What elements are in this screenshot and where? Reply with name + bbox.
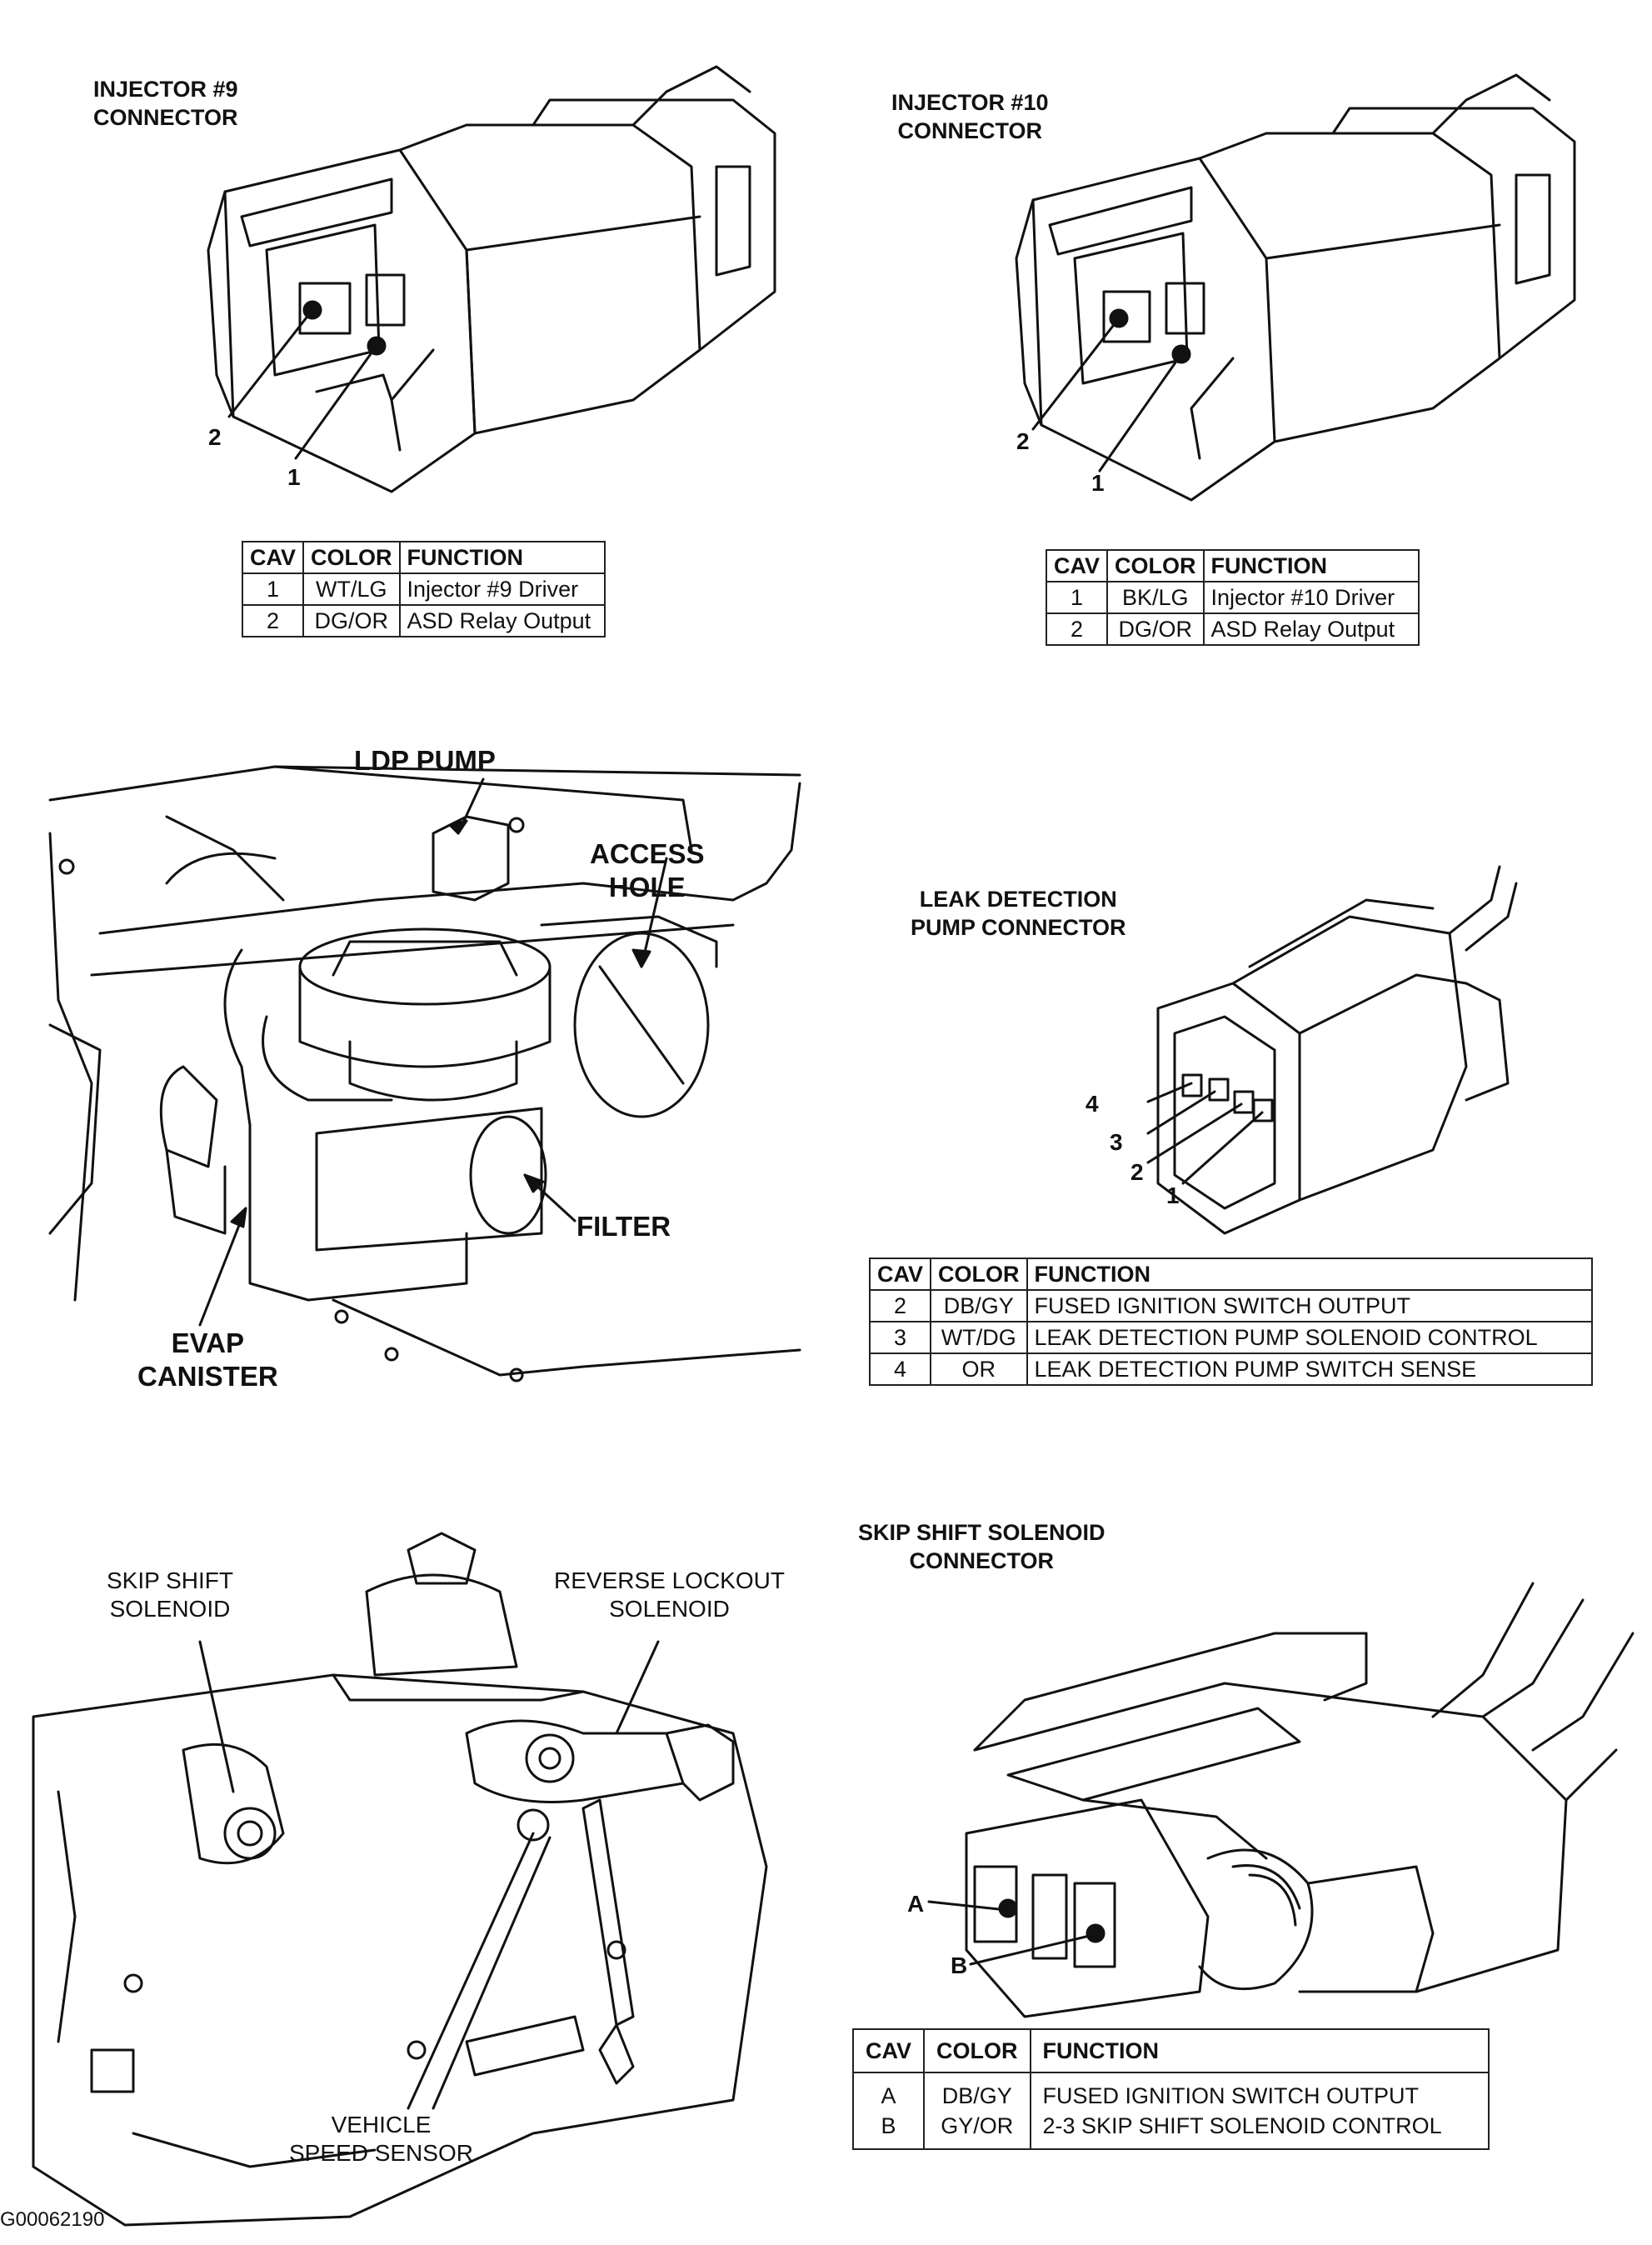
evap-canister-label: EVAP CANISTER [137,1328,278,1392]
skip-shift-connector-drawing [927,1582,1635,2018]
reverse-lockout-solenoid-label: REVERSE LOCKOUT SOLENOID [554,1568,785,1622]
leak-detection-pin-table: CAV COLOR FUNCTION 2 DB/GY FUSED IGNITIO… [868,1258,1593,1386]
table-row: 2 DG/OR ASD Relay Output [1045,612,1420,646]
cav-cell: B [851,2111,926,2150]
column-header-color: COLOR [1106,549,1205,582]
filter-label: FILTER [576,1211,671,1242]
table-row: 3 WT/DG LEAK DETECTION PUMP SOLENOID CON… [868,1321,1593,1354]
table-row: B GY/OR 2-3 SKIP SHIFT SOLENOID CONTROL [851,2111,1490,2150]
function-cell: LEAK DETECTION PUMP SOLENOID CONTROL [1026,1321,1593,1354]
function-cell: 2-3 SKIP SHIFT SOLENOID CONTROL [1029,2111,1490,2150]
skip-shift-pin-table: CAV COLOR FUNCTION A DB/GY FUSED IGNITIO… [851,2028,1490,2150]
injector-9-title: INJECTOR #9 CONNECTOR [93,77,238,130]
function-cell: ASD Relay Output [1202,612,1420,646]
table-header-row: CAV COLOR FUNCTION [868,1258,1593,1291]
color-cell: WT/DG [930,1321,1028,1354]
color-cell: BK/LG [1106,581,1205,614]
cav-cell: 2 [868,1289,932,1322]
color-cell: GY/OR [923,2111,1031,2150]
evap-canister-drawing [48,765,801,1382]
color-cell: DG/OR [1106,612,1205,646]
cav-cell: 1 [241,572,305,606]
injector-9-pin-table: CAV COLOR FUNCTION 1 WT/LG Injector #9 D… [241,541,606,638]
column-header-color: COLOR [302,541,401,574]
table-row: 1 WT/LG Injector #9 Driver [241,572,606,606]
color-cell: WT/LG [302,572,401,606]
table-row: A DB/GY FUSED IGNITION SWITCH OUTPUT [851,2072,1490,2111]
injector-10-title: INJECTOR #10 CONNECTOR [891,90,1049,143]
column-header-function: FUNCTION [1202,549,1420,582]
vehicle-speed-sensor-label: VEHICLE SPEED SENSOR [289,2112,473,2166]
function-cell: LEAK DETECTION PUMP SWITCH SENSE [1026,1352,1593,1386]
function-cell: Injector #10 Driver [1202,581,1420,614]
injector-10-pin-1-label: 1 [1091,470,1105,496]
color-cell: DB/GY [923,2072,1031,2111]
table-row: 2 DB/GY FUSED IGNITION SWITCH OUTPUT [868,1289,1593,1322]
column-header-cav: CAV [868,1258,932,1291]
table-header-row: CAV COLOR FUNCTION [1045,549,1420,582]
column-header-color: COLOR [930,1258,1028,1291]
leak-pin-1-label: 1 [1166,1182,1180,1208]
leak-detection-connector-drawing [1146,865,1518,1235]
column-header-function: FUNCTION [1029,2028,1490,2073]
cav-cell: 4 [868,1352,932,1386]
column-header-color: COLOR [923,2028,1031,2073]
function-cell: FUSED IGNITION SWITCH OUTPUT [1026,1289,1593,1322]
figure-id: G00062190 [0,2208,105,2231]
table-header-row: CAV COLOR FUNCTION [851,2028,1490,2073]
table-row: 4 OR LEAK DETECTION PUMP SWITCH SENSE [868,1352,1593,1386]
column-header-cav: CAV [241,541,305,574]
transmission-drawing [32,1532,768,2227]
skip-shift-connector-title: SKIP SHIFT SOLENOID CONNECTOR [858,1520,1105,1573]
column-header-function: FUNCTION [398,541,606,574]
skip-shift-pin-b-label: B [951,1952,968,1978]
leak-detection-title: LEAK DETECTION PUMP CONNECTOR [911,887,1126,940]
color-cell: DG/OR [302,604,401,638]
leak-pin-3-label: 3 [1110,1129,1123,1155]
cav-cell: 3 [868,1321,932,1354]
table-row: 1 BK/LG Injector #10 Driver [1045,581,1420,614]
leak-pin-2-label: 2 [1130,1159,1144,1185]
injector-10-connector-drawing [1015,73,1576,502]
injector-9-connector-drawing [207,65,776,493]
skip-shift-solenoid-label: SKIP SHIFT SOLENOID [107,1568,233,1622]
column-header-cav: CAV [851,2028,926,2073]
ldp-pump-label: LDP PUMP [354,745,496,776]
cav-cell: 2 [1045,612,1109,646]
cav-cell: 2 [241,604,305,638]
column-header-cav: CAV [1045,549,1109,582]
injector-9-pin-2-label: 2 [208,424,222,450]
function-cell: ASD Relay Output [398,604,606,638]
skip-shift-pin-a-label: A [907,1891,925,1917]
table-header-row: CAV COLOR FUNCTION [241,541,606,574]
injector-10-pin-table: CAV COLOR FUNCTION 1 BK/LG Injector #10 … [1045,549,1420,646]
function-cell: Injector #9 Driver [398,572,606,606]
color-cell: OR [930,1352,1028,1386]
injector-9-pin-1-label: 1 [287,464,301,490]
cav-cell: A [851,2072,926,2111]
access-hole-label: ACCESS HOLE [590,838,705,902]
cav-cell: 1 [1045,581,1109,614]
table-row: 2 DG/OR ASD Relay Output [241,604,606,638]
column-header-function: FUNCTION [1026,1258,1593,1291]
color-cell: DB/GY [930,1289,1028,1322]
leak-pin-4-label: 4 [1086,1091,1099,1117]
injector-10-pin-2-label: 2 [1016,428,1030,454]
function-cell: FUSED IGNITION SWITCH OUTPUT [1029,2072,1490,2111]
